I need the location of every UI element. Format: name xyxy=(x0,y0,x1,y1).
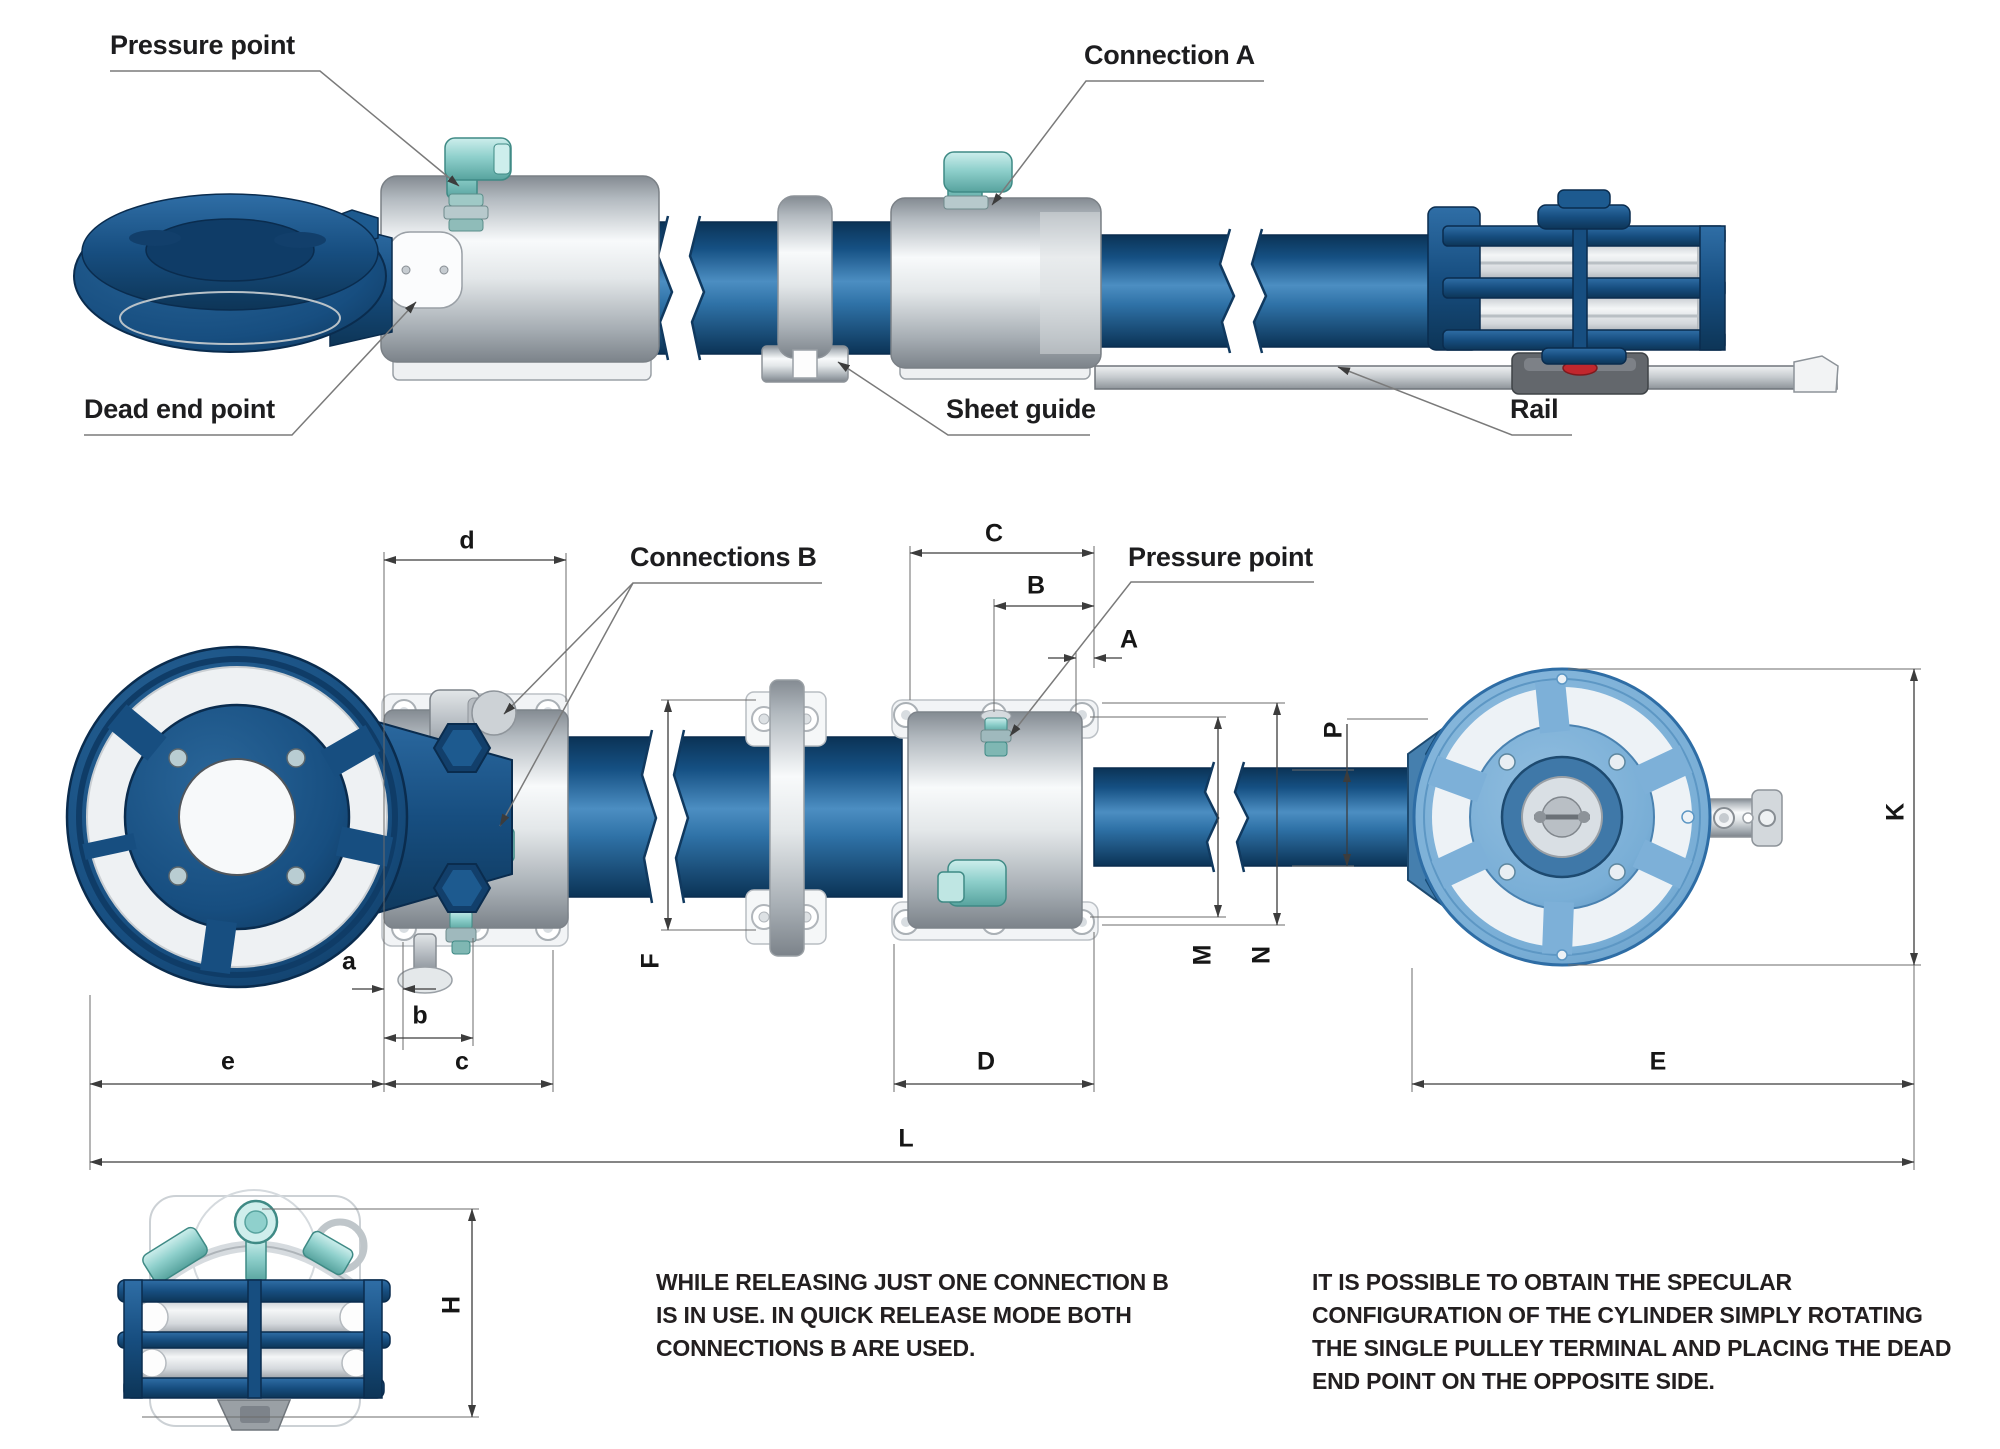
dead-end-pulley-plan xyxy=(65,645,513,989)
cylinder-body-gland xyxy=(890,151,1102,380)
sheet-guide-clamp-plan xyxy=(745,679,827,957)
dim-label-c: c xyxy=(455,1047,469,1076)
end-view-block-frame xyxy=(117,1279,391,1431)
dim-label-P: P xyxy=(1319,721,1348,739)
bleed-fitting xyxy=(445,909,477,955)
piston-rod-tube xyxy=(1095,234,1453,348)
release-elbow-fitting xyxy=(937,859,1007,907)
dimension-lines xyxy=(89,546,1921,1418)
dim-label-A: A xyxy=(1119,625,1139,654)
dim-label-N: N xyxy=(1247,945,1276,965)
dim-label-L: L xyxy=(898,1124,914,1153)
dim-label-H: H xyxy=(437,1295,466,1315)
dim-label-M: M xyxy=(1188,944,1217,966)
end-view-fittings xyxy=(142,1199,368,1284)
piston-rod-plan xyxy=(1093,767,1427,867)
callout-rail: Rail xyxy=(1510,394,1559,424)
note-specular-configuration: IT IS POSSIBLE TO OBTAIN THE SPECULAR CO… xyxy=(1312,1269,1952,1394)
dim-label-D: D xyxy=(976,1047,996,1076)
double-pulley-block xyxy=(1427,189,1726,365)
callout-leaders xyxy=(84,70,1572,827)
dim-label-F: F xyxy=(636,953,665,969)
top-view xyxy=(73,137,1839,395)
dim-label-E: E xyxy=(1649,1047,1667,1076)
dim-label-b: b xyxy=(412,1001,428,1030)
elbow-fitting-top xyxy=(444,137,512,199)
rail-end-cap xyxy=(1793,355,1839,393)
cylinder-gland-plan xyxy=(891,699,1099,941)
plan-view xyxy=(65,645,1783,994)
sheet-guide-clamp xyxy=(761,195,849,383)
dead-end-point-foot xyxy=(397,933,453,994)
cylinder-body-head xyxy=(380,137,660,381)
pulley-hub xyxy=(1498,753,1626,881)
callout-pressure-point-mid: Pressure point xyxy=(1128,542,1313,572)
dim-label-K: K xyxy=(1881,802,1910,822)
callout-connections-b: Connections B xyxy=(630,542,817,572)
dim-label-e: e xyxy=(221,1047,235,1076)
callout-dead-end-point: Dead end point xyxy=(84,394,275,424)
single-pulley-terminal xyxy=(1407,667,1783,967)
dead-end-pulley-side xyxy=(73,193,393,353)
cylinder-tube-plan xyxy=(559,736,903,898)
pressure-point-fitting-plan xyxy=(980,709,1012,757)
pressure-point-fitting-top xyxy=(443,193,489,232)
break-lines xyxy=(656,215,1268,361)
connection-a-elbow-fitting xyxy=(943,151,1013,210)
dim-label-B: B xyxy=(1026,571,1046,600)
callout-sheet-guide: Sheet guide xyxy=(946,394,1096,424)
end-view xyxy=(117,1189,391,1431)
dim-label-a: a xyxy=(342,947,356,976)
dim-label-C: C xyxy=(984,519,1004,548)
dead-end-cover-plate xyxy=(387,231,463,309)
rail xyxy=(1094,355,1839,393)
note-quick-release: WHILE RELEASING JUST ONE CONNECTION B IS… xyxy=(656,1269,1169,1361)
callout-connection-a: Connection A xyxy=(1084,40,1255,70)
callout-pressure-point-top: Pressure point xyxy=(110,30,295,60)
dim-label-d: d xyxy=(459,526,475,555)
